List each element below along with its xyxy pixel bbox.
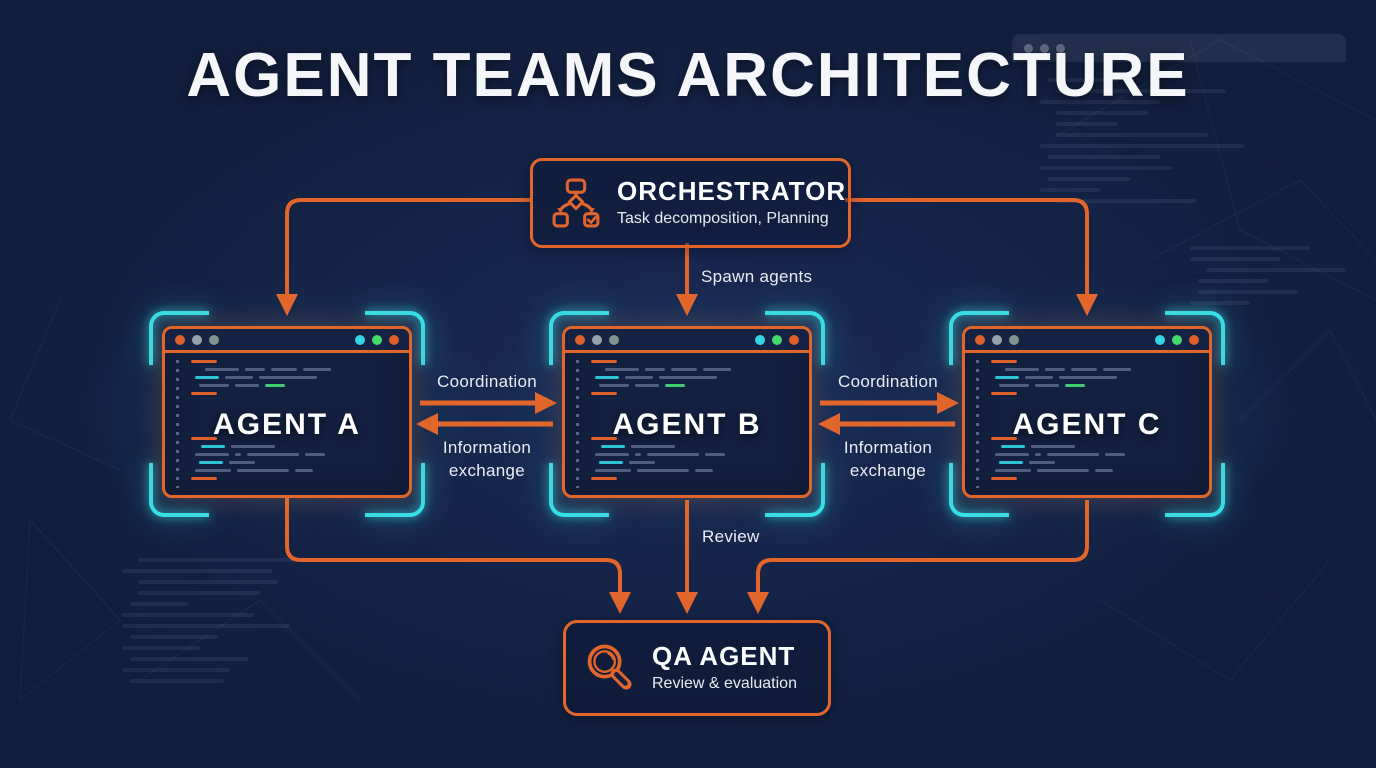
titlebar-dots-right <box>1155 334 1199 345</box>
background-code-texture <box>122 558 372 690</box>
edge-agent-a-to-qa <box>285 498 622 592</box>
window-dot-icon <box>575 334 585 345</box>
window-dot-icon <box>175 334 185 345</box>
terminal-titlebar <box>565 329 809 353</box>
edge-orchestrator-to-agent-c <box>845 198 1089 294</box>
window-dot-icon <box>1009 334 1019 345</box>
focus-bracket-top-right-icon <box>365 311 425 365</box>
terminal-body: AGENT B <box>565 353 809 495</box>
window-dot-icon <box>1040 43 1049 53</box>
edge-label-coordination-bc: Coordination <box>838 372 938 391</box>
window-dot-icon <box>975 334 985 345</box>
arrowhead <box>676 592 698 614</box>
line-number-gutter <box>976 360 979 488</box>
focus-bracket-bottom-left-icon <box>149 463 209 517</box>
focus-bracket-top-right-icon <box>1165 311 1225 365</box>
focus-bracket-top-right-icon <box>765 311 825 365</box>
edge-label-spawn-agents: Spawn agents <box>701 267 813 286</box>
agent-name-label: AGENT A <box>213 408 361 442</box>
qa-agent-subtitle: Review & evaluation <box>652 675 797 693</box>
page-title: AGENT TEAMS ARCHITECTURE <box>186 41 1190 110</box>
window-dot-icon <box>772 334 782 345</box>
flowchart-icon <box>552 178 600 228</box>
titlebar-dots-right <box>755 334 799 345</box>
code-lines-top <box>991 360 1199 400</box>
window-dot-icon <box>992 334 1002 345</box>
arrowhead <box>276 294 298 316</box>
terminal-body: AGENT C <box>965 353 1209 495</box>
orchestrator-node: ORCHESTRATOR Task decomposition, Plannin… <box>530 158 851 248</box>
window-dot-icon <box>1056 43 1065 53</box>
window-dot-icon <box>609 334 619 345</box>
code-lines-top <box>591 360 799 400</box>
arrowhead <box>818 413 840 435</box>
window-dot-icon <box>192 334 202 345</box>
agent-terminal-window: AGENT B <box>562 326 812 498</box>
agent-node-agent-c: AGENT C <box>916 280 1258 544</box>
background-code-texture <box>1040 78 1330 210</box>
edge-orchestrator-to-agent-a <box>285 198 530 294</box>
window-dot-icon <box>389 334 399 345</box>
agent-terminal-window: AGENT A <box>162 326 412 498</box>
arrowhead <box>535 392 557 414</box>
code-lines-top <box>191 360 399 400</box>
background-code-window <box>1012 34 1346 62</box>
focus-bracket-bottom-left-icon <box>949 463 1009 517</box>
arrowhead <box>747 592 769 614</box>
titlebar-dots-left <box>175 334 219 345</box>
arrowhead <box>676 294 698 316</box>
code-lines-bottom <box>991 437 1199 485</box>
window-dot-icon <box>1189 334 1199 345</box>
orchestrator-subtitle: Task decomposition, Planning <box>617 210 829 228</box>
focus-bracket-top-left-icon <box>949 311 1009 365</box>
agent-terminal-window: AGENT C <box>962 326 1212 498</box>
terminal-titlebar <box>165 329 409 353</box>
window-dot-icon <box>209 334 219 345</box>
agent-node-agent-a: AGENT A <box>116 280 458 544</box>
window-dot-icon <box>372 334 382 345</box>
focus-bracket-top-left-icon <box>149 311 209 365</box>
qa-agent-node: QA AGENT Review & evaluation <box>563 620 831 716</box>
magnifier-icon <box>587 644 632 690</box>
edge-label-information-ab: Information exchange <box>442 438 532 480</box>
focus-bracket-top-left-icon <box>549 311 609 365</box>
window-dot-icon <box>789 334 799 345</box>
focus-bracket-bottom-left-icon <box>549 463 609 517</box>
titlebar-dots-right <box>355 334 399 345</box>
edge-agent-c-to-qa <box>756 500 1089 592</box>
window-dot-icon <box>1024 43 1033 53</box>
window-dot-icon <box>755 334 765 345</box>
focus-bracket-bottom-right-icon <box>1165 463 1225 517</box>
code-lines-bottom <box>591 437 799 485</box>
terminal-titlebar <box>965 329 1209 353</box>
focus-bracket-bottom-right-icon <box>365 463 425 517</box>
line-number-gutter <box>176 360 179 488</box>
edge-label-review: Review <box>702 527 760 547</box>
orchestrator-title: ORCHESTRATOR <box>617 176 847 207</box>
window-dot-icon <box>592 334 602 345</box>
qa-agent-title: QA AGENT <box>652 641 796 672</box>
edge-label-information-bc: Information exchange <box>843 438 933 480</box>
edge-label-coordination-ab: Coordination <box>437 372 537 391</box>
code-lines-bottom <box>191 437 399 485</box>
background-code-texture <box>1190 246 1346 312</box>
arrowhead <box>1076 294 1098 316</box>
agent-name-label: AGENT C <box>1012 408 1162 442</box>
agent-node-agent-b: AGENT B <box>516 280 858 544</box>
terminal-body: AGENT A <box>165 353 409 495</box>
focus-bracket-bottom-right-icon <box>765 463 825 517</box>
arrowhead <box>609 592 631 614</box>
window-dot-icon <box>355 334 365 345</box>
window-dot-icon <box>1172 334 1182 345</box>
arrowhead <box>937 392 959 414</box>
titlebar-dots-left <box>975 334 1019 345</box>
window-dot-icon <box>1155 334 1165 345</box>
line-number-gutter <box>576 360 579 488</box>
agent-name-label: AGENT B <box>612 408 762 442</box>
arrowhead <box>416 413 438 435</box>
titlebar-dots-left <box>575 334 619 345</box>
